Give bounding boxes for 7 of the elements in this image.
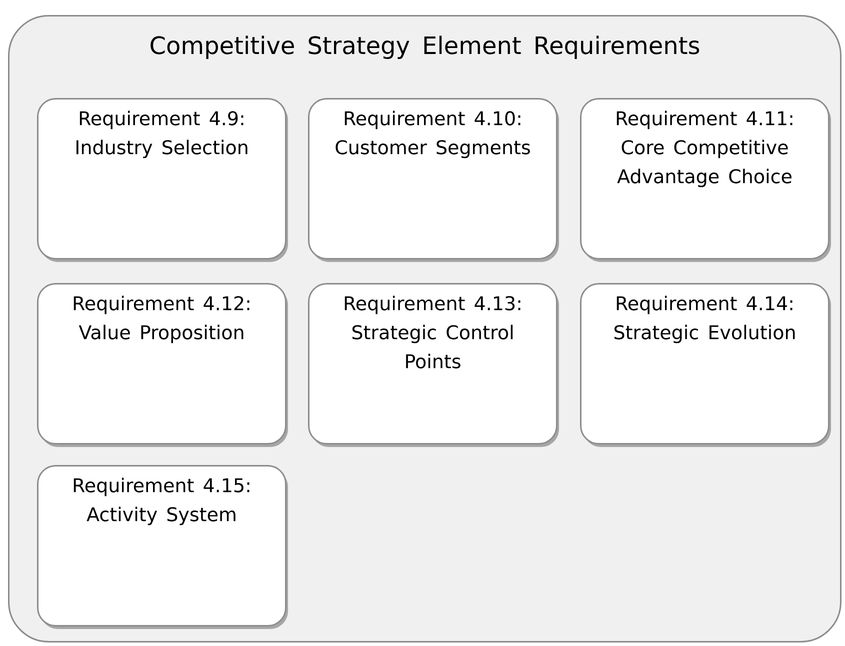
- requirement-box: Requirement 4.13: Strategic Control Points: [308, 283, 559, 447]
- requirement-box: Requirement 4.15: Activity System: [37, 465, 288, 629]
- requirement-box: Requirement 4.10: Customer Segments: [308, 98, 559, 262]
- requirement-box: Requirement 4.14: Strategic Evolution: [580, 283, 831, 447]
- requirement-box: Requirement 4.9: Industry Selection: [37, 98, 288, 262]
- requirement-box: Requirement 4.12: Value Proposition: [37, 283, 288, 447]
- requirement-box: Requirement 4.11: Core Competitive Advantage Choice: [580, 98, 831, 262]
